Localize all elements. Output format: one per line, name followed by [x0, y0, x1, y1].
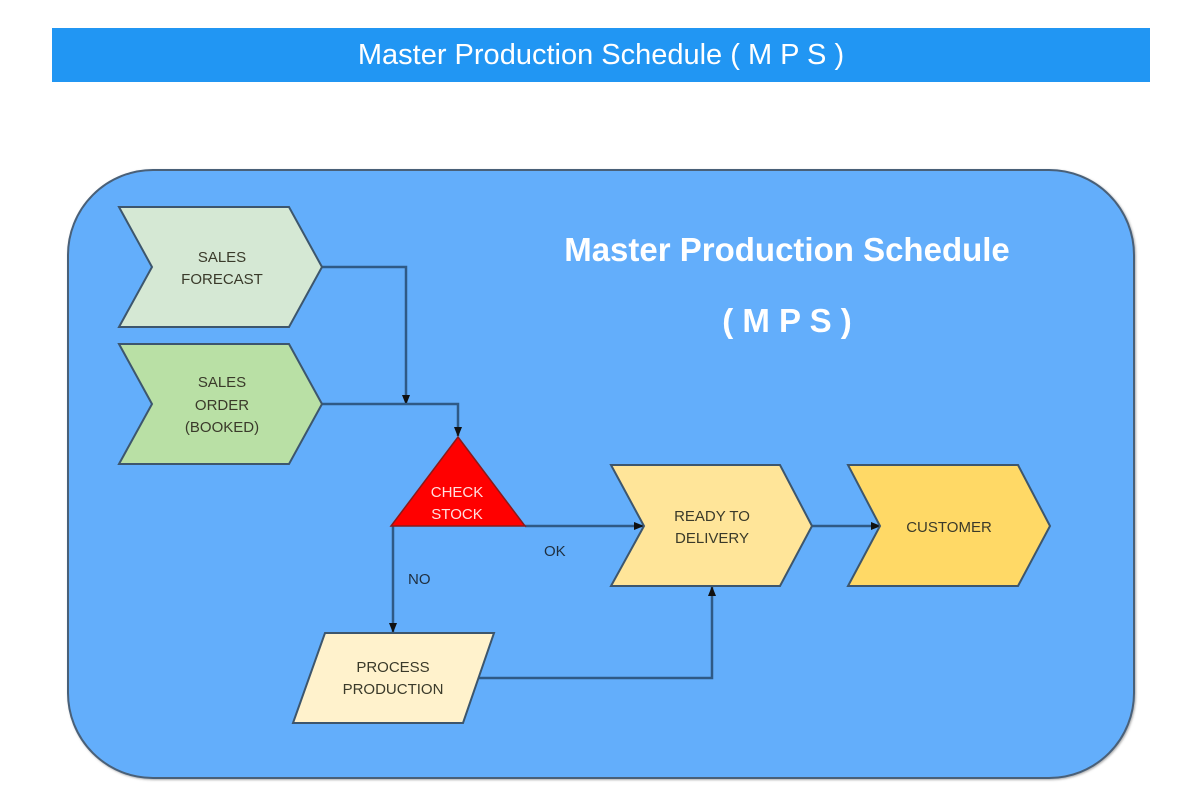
- ready-to-delivery-label-line1: READY TO: [674, 508, 750, 525]
- node-check-stock[interactable]: CHECK STOCK: [389, 435, 527, 527]
- diagram-title-line2: ( M P S ): [722, 302, 852, 339]
- edge-label-ok: OK: [544, 543, 566, 560]
- banner-title: Master Production Schedule ( M P S ): [357, 38, 845, 71]
- header-banner: Master Production Schedule ( M P S ): [52, 28, 1150, 82]
- process-production-label-line1: PROCESS: [356, 659, 429, 676]
- sales-forecast-label-line1: SALES: [198, 249, 246, 266]
- customer-label: CUSTOMER: [906, 519, 992, 536]
- check-stock-shape: [389, 435, 527, 527]
- edge-production-to-delivery: [479, 586, 716, 680]
- sales-forecast-label-line2: FORECAST: [181, 271, 263, 288]
- check-stock-label-line2: STOCK: [431, 506, 482, 523]
- node-customer[interactable]: CUSTOMER: [846, 464, 1052, 587]
- node-sales-order[interactable]: SALES ORDER (BOOKED): [117, 343, 324, 465]
- process-production-shape: [291, 632, 496, 724]
- ready-to-delivery-shape: [609, 464, 814, 587]
- ready-to-delivery-label-line2: DELIVERY: [675, 530, 749, 547]
- edge-forecast-to-order: [322, 265, 410, 405]
- node-ready-to-delivery[interactable]: READY TO DELIVERY: [609, 464, 814, 587]
- sales-order-label-line2: ORDER: [195, 397, 249, 414]
- sales-order-label-line3: (BOOKED): [185, 419, 259, 436]
- sales-order-label-line1: SALES: [198, 374, 246, 391]
- process-production-label-line2: PRODUCTION: [343, 681, 444, 698]
- check-stock-label-line1: CHECK: [431, 484, 484, 501]
- sales-forecast-shape: [117, 206, 324, 328]
- node-sales-forecast[interactable]: SALES FORECAST: [117, 206, 324, 328]
- diagram-container: [67, 169, 1135, 779]
- customer-shape: [846, 464, 1052, 587]
- edge-order-to-check-stock: [322, 402, 462, 437]
- node-process-production[interactable]: PROCESS PRODUCTION: [291, 632, 496, 724]
- diagram-title-line1: Master Production Schedule: [564, 231, 1010, 268]
- edge-label-no: NO: [408, 571, 431, 588]
- sales-order-shape: [117, 343, 324, 465]
